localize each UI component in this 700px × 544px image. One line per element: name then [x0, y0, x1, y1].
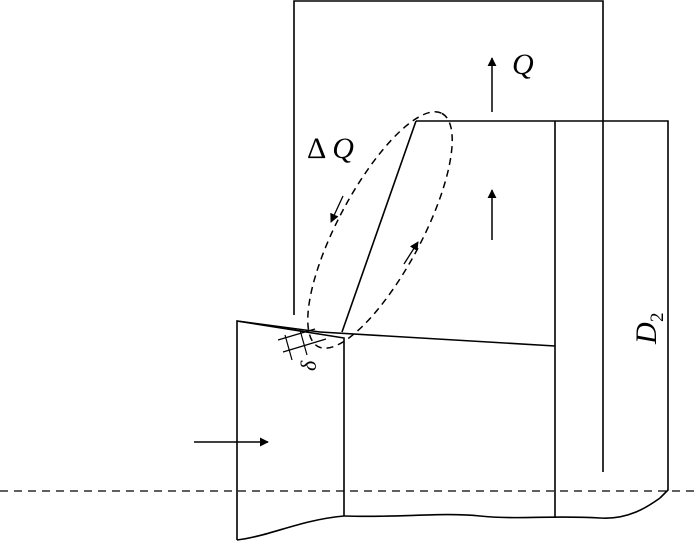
outlet-boundary	[446, 120, 669, 499]
inlet-ring-top	[236, 320, 321, 333]
inlet-ring-bottom	[236, 515, 345, 541]
svg-text:δ: δ	[296, 360, 321, 371]
clearance-tick-2	[299, 329, 308, 356]
clearance-tick-1	[284, 334, 293, 361]
impeller-bottom-edge	[343, 497, 661, 519]
diameter-subscript: 2	[647, 313, 668, 323]
diameter-letter: D	[630, 322, 663, 345]
blade-diagonal	[341, 120, 417, 333]
hub-line	[319, 331, 556, 347]
flow-label: Q	[512, 48, 534, 81]
clearance-label: δ	[296, 360, 321, 371]
leakage-arrow-down	[330, 195, 344, 223]
clearance-mark-1	[277, 328, 316, 341]
leakage-arrow-up	[403, 241, 419, 265]
diameter-label: D 2	[630, 313, 668, 346]
casing-outline	[293, 0, 604, 472]
leakage-delta: Δ	[307, 132, 326, 165]
leakage-q: Q	[332, 132, 354, 165]
inlet-ring	[236, 320, 345, 540]
